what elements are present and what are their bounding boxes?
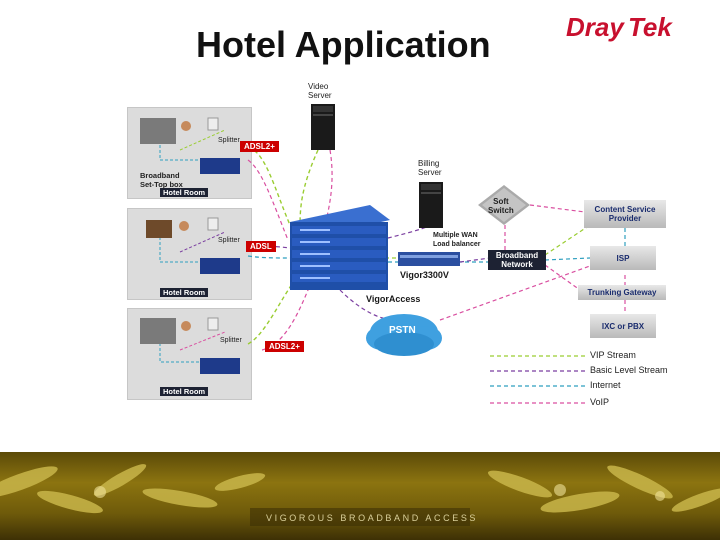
set-top-box-label: Broadband Set-Top box <box>140 171 183 189</box>
adsl2plus-tag: ADSL2+ <box>265 341 304 352</box>
content-service-provider-box: Content Service Provider <box>584 200 666 228</box>
splitter-label: Splitter <box>220 337 242 344</box>
broadband-network-line2: Network <box>501 260 533 269</box>
room2-person-icon <box>179 221 189 231</box>
soft-switch-label: Soft Switch <box>488 197 514 215</box>
content-provider-line1: Content Service <box>594 205 656 214</box>
central-switch-stack-icon <box>290 205 390 290</box>
splitter-label: Splitter <box>218 137 240 144</box>
room2-desk-icon <box>146 220 172 238</box>
footer-leaves-decoration <box>0 464 720 526</box>
multi-wan-line2: Load balancer <box>433 241 481 248</box>
broadband-network-line1: Broadband <box>495 251 539 260</box>
multi-wan-line1: Multiple WAN <box>433 232 478 239</box>
vigor-access-label: VigorAccess <box>366 294 421 304</box>
page-title: Hotel Application <box>196 24 491 65</box>
hotel-room-tag: Hotel Room <box>160 288 209 297</box>
hotel-room-tag: Hotel Room <box>160 188 209 197</box>
legend-internet: Internet <box>590 380 621 390</box>
room1-person-icon <box>181 121 191 131</box>
isp-box: ISP <box>590 246 656 270</box>
adsl-tag: ADSL <box>246 241 276 252</box>
pstn-label: PSTN <box>389 325 416 336</box>
vigor3300v-device-icon <box>398 252 460 266</box>
billing-server-line2: Server <box>418 168 442 177</box>
soft-switch-line1: Soft <box>493 197 509 206</box>
soft-switch-line2: Switch <box>488 206 514 215</box>
ixc-pbx-box: IXC or PBX <box>590 314 656 338</box>
footer-banner: VIGOROUS BROADBAND ACCESS <box>0 452 720 540</box>
room2-phone-icon <box>207 217 219 231</box>
draytek-logo: Dray Tek <box>566 12 682 48</box>
billing-server-label: Billing Server <box>418 159 442 177</box>
video-server-icon <box>311 104 335 150</box>
vigor3300v-label: Vigor3300V <box>400 270 449 280</box>
billing-server-line1: Billing <box>418 159 440 168</box>
room2-modem-icon <box>200 258 240 274</box>
room3-tv-icon <box>140 318 176 344</box>
legend-basic-level-stream: Basic Level Stream <box>590 365 668 375</box>
footer-tagline: VIGOROUS BROADBAND ACCESS <box>266 513 479 523</box>
splitter-label: Splitter <box>218 237 240 244</box>
video-server-label: Video Server <box>308 82 332 100</box>
adsl2plus-tag: ADSL2+ <box>240 141 279 152</box>
video-server-line2: Server <box>308 91 332 100</box>
room3-modem-icon <box>200 358 240 374</box>
room1-tv-icon <box>140 118 176 144</box>
multi-wan-label: Multiple WAN Load balancer <box>433 231 480 249</box>
logo-text-dray: Dray <box>566 12 624 42</box>
room3-person-icon <box>181 321 191 331</box>
trunking-gateway-box: Trunking Gateway <box>578 285 666 300</box>
broadband-network-box: Broadband Network <box>488 250 546 270</box>
soft-switch-icon <box>478 185 530 225</box>
legend-vip-stream: VIP Stream <box>590 350 636 360</box>
pstn-cloud-icon <box>366 314 442 356</box>
legend-voip: VoIP <box>590 397 610 407</box>
hotel-room-tag: Hotel Room <box>160 387 209 396</box>
video-server-line1: Video <box>308 82 329 91</box>
room3-phone-icon <box>207 317 219 331</box>
content-provider-line2: Provider <box>608 214 642 223</box>
logo-text-tek: Tek <box>628 12 672 42</box>
set-top-box-line1: Broadband <box>140 171 180 180</box>
set-top-box-line2: Set-Top box <box>140 180 183 189</box>
room1-modem-icon <box>200 158 240 174</box>
billing-server-icon <box>419 182 443 228</box>
room1-phone-icon <box>207 117 219 131</box>
